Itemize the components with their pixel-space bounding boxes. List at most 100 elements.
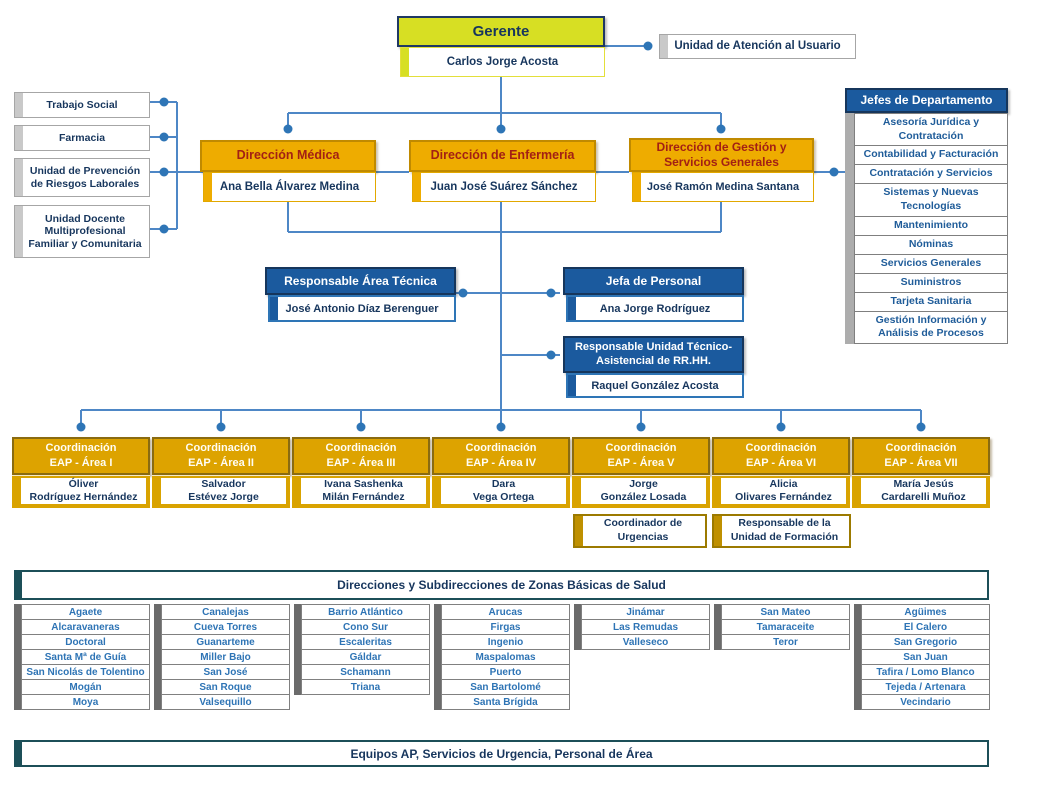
coordinacion-name: Ivana Sashenka xyxy=(324,477,403,490)
responsable-unidad-rrhh-name: Raquel González Acosta xyxy=(566,373,744,398)
jefe-departamento-item: Suministros xyxy=(854,272,1008,293)
zona-cell: Valsequillo xyxy=(161,694,290,710)
zona-cell: Ingenio xyxy=(441,634,570,650)
jefa-personal-header: Jefa de Personal xyxy=(563,267,744,295)
zona-cell: Gáldar xyxy=(301,649,430,665)
direccion-medica-header: Dirección Médica xyxy=(200,140,376,172)
zona-cell: Teror xyxy=(721,634,850,650)
jefe-departamento-item: Sistemas y Nuevas Tecnologías xyxy=(854,183,1008,217)
responsable-unidad-formacion-box: Responsable de la Unidad de Formación xyxy=(712,514,851,548)
zona-cell: El Calero xyxy=(861,619,990,635)
zona-cell: Valleseco xyxy=(581,634,710,650)
coordinacion-title: Coordinación xyxy=(605,442,677,455)
zona-cell: Maspalomas xyxy=(441,649,570,665)
banner-zonas-basicas: Direcciones y Subdirecciones de Zonas Bá… xyxy=(14,570,989,600)
zona-cell: Puerto xyxy=(441,664,570,680)
responsable-unidad-rrhh-header: Responsable Unidad Técnico-Asistencial d… xyxy=(563,336,744,373)
responsable-area-tecnica-name: José Antonio Díaz Berenguer xyxy=(268,295,456,322)
zona-cell: Santa Mª de Guía xyxy=(21,649,150,665)
zona-cell: Agaete xyxy=(21,604,150,620)
direccion-enfermeria-header: Dirección de Enfermería xyxy=(409,140,596,172)
coordinacion-title: Coordinación xyxy=(465,442,537,455)
zona-cell: Miller Bajo xyxy=(161,649,290,665)
coordinacion-name: Salvador xyxy=(201,477,246,490)
coordinacion-name: María Jesús xyxy=(893,477,954,490)
zona-cell: Triana xyxy=(301,679,430,695)
unidad-docente-box: Unidad Docente Multiprofesional Familiar… xyxy=(14,205,150,258)
direccion-medica-name: Ana Bella Álvarez Medina xyxy=(203,172,376,202)
unidad-prevencion-riesgos-box: Unidad de Prevención de Riesgos Laborale… xyxy=(14,158,150,197)
coordinacion-name: González Losada xyxy=(600,491,687,503)
zona-cell: Jinámar xyxy=(581,604,710,620)
jefes-departamento-header: Jefes de Departamento xyxy=(845,88,1008,113)
zona-cell: San Bartolomé xyxy=(441,679,570,695)
zona-cell: Tafira / Lomo Blanco xyxy=(861,664,990,680)
coordinacion-subtitle: EAP - Área III xyxy=(326,457,396,469)
unidad-atencion-usuario-box: Unidad de Atención al Usuario xyxy=(659,34,856,59)
coordinacion-name: Dara xyxy=(491,477,516,490)
coordinacion-subtitle: EAP - Área IV xyxy=(465,457,537,469)
banner-equipos-ap: Equipos AP, Servicios de Urgencia, Perso… xyxy=(14,740,989,767)
coordinacion-title: Coordinación xyxy=(745,442,817,455)
responsable-area-tecnica-header: Responsable Área Técnica xyxy=(265,267,456,295)
zona-cell: Schamann xyxy=(301,664,430,680)
zona-cell: San Roque xyxy=(161,679,290,695)
direccion-gestion-name: José Ramón Medina Santana xyxy=(632,172,814,202)
coordinacion-name: Olivares Fernández xyxy=(735,491,832,503)
gerente-name: Carlos Jorge Acosta xyxy=(400,47,605,77)
coordinacion-name: Vega Ortega xyxy=(472,491,535,503)
jefa-personal-name: Ana Jorge Rodríguez xyxy=(566,295,744,322)
unidad-trabajo-social-box: Trabajo Social xyxy=(14,92,150,118)
zona-cell: San Mateo xyxy=(721,604,850,620)
coordinacion-name: Óliver xyxy=(68,477,99,490)
zona-cell: Escaleritas xyxy=(301,634,430,650)
zona-cell: Las Remudas xyxy=(581,619,710,635)
zona-cell: Doctoral xyxy=(21,634,150,650)
coordinacion-subtitle: EAP - Área VII xyxy=(884,457,958,469)
zona-cell: Canalejas xyxy=(161,604,290,620)
jefe-departamento-item: Gestión Información y Análisis de Proces… xyxy=(854,310,1008,344)
zona-cell: Guanarteme xyxy=(161,634,290,650)
coordinacion-title: Coordinación xyxy=(45,442,117,455)
coordinacion-title: Coordinación xyxy=(185,442,257,455)
coordinacion-subtitle: EAP - Área V xyxy=(607,457,675,469)
coordinacion-name: Alicia xyxy=(769,477,798,490)
zona-cell: Tamaraceite xyxy=(721,619,850,635)
jefe-departamento-item: Mantenimiento xyxy=(854,215,1008,236)
coordinacion-subtitle: EAP - Área I xyxy=(49,457,113,469)
coordinacion-name: Milán Fernández xyxy=(322,491,405,503)
coordinacion-title: Coordinación xyxy=(885,442,957,455)
zona-cell: Arucas xyxy=(441,604,570,620)
zona-cell: Cono Sur xyxy=(301,619,430,635)
coordinacion-title: Coordinación xyxy=(325,442,397,455)
zona-cell: Vecindario xyxy=(861,694,990,710)
zona-cell: Firgas xyxy=(441,619,570,635)
zona-cell: Tejeda / Artenara xyxy=(861,679,990,695)
coordinacion-name: Rodríguez Hernández xyxy=(29,491,138,503)
coordinador-urgencias-box: Coordinador de Urgencias xyxy=(573,514,707,548)
jefes-departamento-list: Asesoría Jurídica y Contratación Contabi… xyxy=(845,113,1008,344)
jefe-departamento-item: Asesoría Jurídica y Contratación xyxy=(854,113,1008,147)
coordinacion-name: Estévez Jorge xyxy=(188,491,259,503)
coordinacion-subtitle: EAP - Área VI xyxy=(745,457,817,469)
gerente-header: Gerente xyxy=(397,16,605,47)
zona-cell: Agüimes xyxy=(861,604,990,620)
zona-cell: San Gregorio xyxy=(861,634,990,650)
jefe-departamento-item: Contabilidad y Facturación xyxy=(854,145,1008,166)
coordinacion-name: Jorge xyxy=(629,477,658,490)
coordinacion-name: Cardarelli Muñoz xyxy=(881,491,966,503)
zona-cell: Alcaravaneras xyxy=(21,619,150,635)
